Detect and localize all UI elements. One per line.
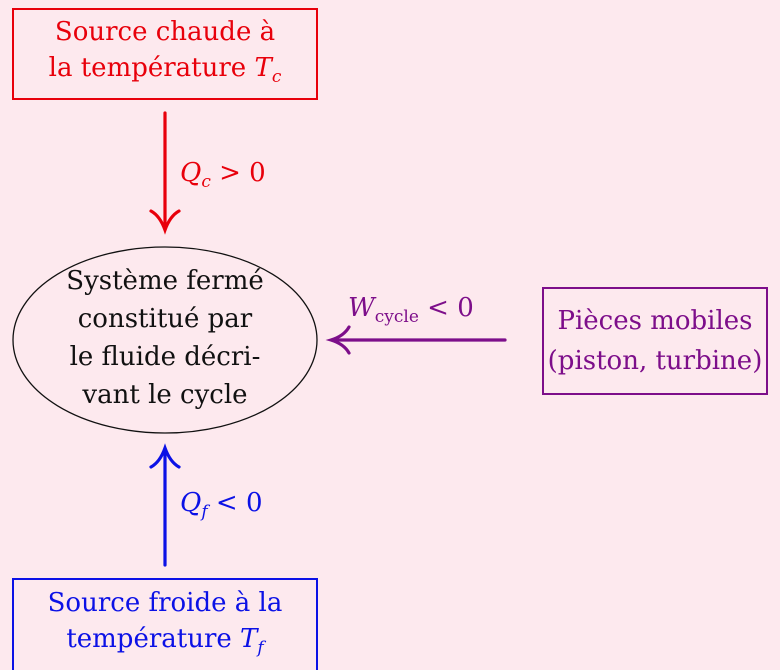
work-rel: < 0: [418, 293, 474, 323]
hot-heat-arrow: [149, 111, 181, 235]
system-line: Système fermé: [66, 266, 264, 296]
system-line: constitué par: [77, 304, 253, 334]
hot-source-line2: la température Tc: [49, 50, 282, 95]
cold-source-line1: Source froide à la: [47, 587, 283, 618]
work-symbol: W: [348, 293, 375, 323]
hot-source-box: Source chaude à la température Tc: [12, 8, 318, 100]
system-ellipse: [12, 246, 318, 434]
system-line: vant le cycle: [82, 380, 248, 410]
cold-heat-label: Qf < 0: [180, 485, 262, 530]
work-arrow: [325, 325, 507, 355]
cold-heat-arrow: [149, 443, 181, 567]
hot-heat-label: Qc > 0: [180, 155, 266, 200]
cold-heat-sub: f: [201, 502, 208, 522]
hot-heat-sub: c: [201, 172, 211, 192]
system-label: Système fermé constitué par le fluide dé…: [40, 262, 290, 414]
cold-heat-rel: < 0: [207, 488, 263, 518]
cold-temp-var: T: [240, 623, 258, 654]
cold-source-line2: température Tf: [66, 621, 263, 666]
hot-source-prefix: la température: [48, 52, 255, 83]
hot-temp-var: T: [254, 52, 272, 83]
cold-heat-symbol: Q: [180, 488, 202, 518]
moving-parts-box: Pièces mobiles (piston, turbine): [542, 287, 768, 395]
system-line: le fluide décri-: [69, 342, 261, 372]
cold-temp-sub: f: [257, 637, 264, 658]
hot-temp-sub: c: [271, 66, 282, 87]
cold-source-box: Source froide à la température Tf: [12, 578, 318, 670]
work-sub: cycle: [374, 307, 419, 327]
moving-parts-line1: Pièces mobiles: [557, 306, 753, 336]
hot-source-line1: Source chaude à: [54, 16, 276, 47]
hot-heat-symbol: Q: [180, 158, 202, 188]
work-label: Wcycle < 0: [348, 290, 474, 335]
cold-source-prefix: température: [66, 623, 241, 654]
hot-heat-rel: > 0: [210, 158, 266, 188]
moving-parts-line2: (piston, turbine): [547, 346, 763, 376]
